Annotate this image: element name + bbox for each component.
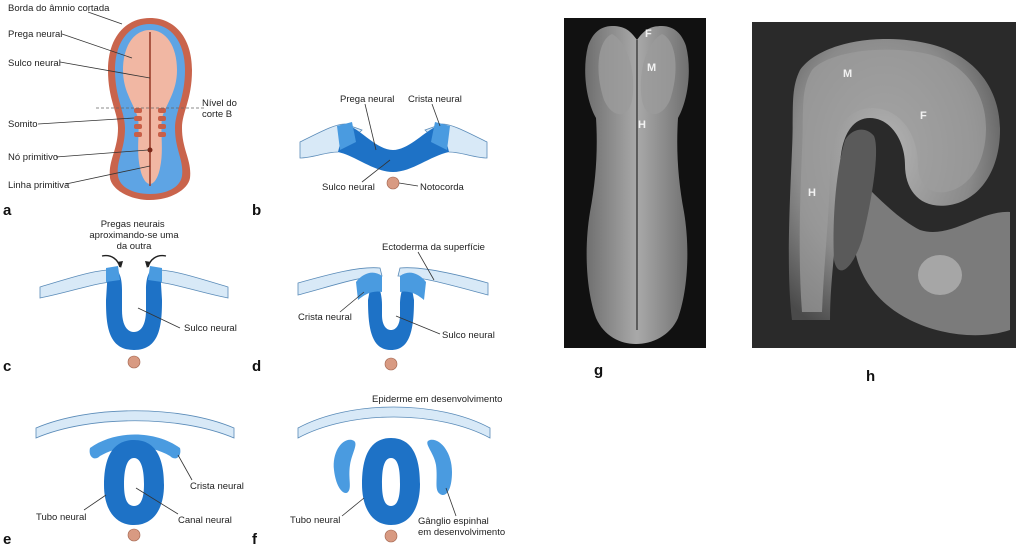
somites: [134, 108, 166, 137]
neural-crest-b-left: [337, 122, 356, 150]
panel-letter-b: b: [252, 202, 261, 219]
ganglion-f-right: [427, 439, 452, 496]
region-g-F: F: [645, 28, 652, 40]
region-g-M: M: [647, 62, 656, 74]
ectoderm-c-left: [39, 269, 113, 299]
neural-tube-f: [362, 438, 420, 525]
notochord-f: [384, 529, 398, 543]
region-h-F: F: [920, 110, 927, 122]
arrow-left-fold: [101, 254, 121, 268]
panel-d: Ectoderma da superfície Crista neural Su…: [252, 242, 495, 375]
panel-g: F M H g: [564, 18, 706, 379]
label-b-notochord: Notocorda: [420, 182, 465, 193]
label-neural-groove: Sulco neural: [8, 58, 61, 69]
ganglion-f-left: [333, 439, 356, 494]
epidermis-f: [297, 406, 491, 439]
ectoderm-e: [35, 410, 235, 439]
label-f-spinal-ganglion-text-line-2: em desenvolvimento: [418, 527, 505, 538]
panel-letter-f: f: [252, 531, 258, 548]
region-g-H: H: [638, 119, 646, 131]
panel-letter-h: h: [866, 368, 875, 385]
label-f-spinal-ganglion: Gânglio espinhal em desenvolvimento: [418, 516, 505, 538]
neural-fold-g-left: [598, 34, 634, 115]
notochord-b: [386, 176, 400, 190]
ectoderm-d-right: [397, 267, 489, 296]
label-amnion-edge: Borda do âmnio cortada: [8, 3, 110, 14]
ectoderm-c-right: [155, 269, 229, 299]
label-f-spinal-ganglion-text: Gânglio espinhal: [418, 516, 489, 527]
neural-groove-c: [106, 267, 162, 350]
label-f-epidermis: Epiderme em desenvolvimento: [372, 394, 502, 405]
label-c-approach-text-line-2: aproximando-se uma: [89, 230, 179, 241]
label-c-approach-text: Pregas neurais: [101, 219, 165, 230]
label-b-neural-fold: Prega neural: [340, 94, 394, 105]
brain-h-cut-surface: [799, 49, 986, 313]
neural-crest-d-right: [400, 272, 426, 300]
label-d-neural-crest: Crista neural: [298, 312, 352, 323]
panel-letter-a: a: [3, 202, 12, 219]
neural-groove-d: [368, 278, 414, 350]
label-neural-fold: Prega neural: [8, 29, 62, 40]
primitive-node: [147, 147, 153, 153]
arrow-right-fold: [147, 254, 167, 268]
label-c-neural-groove: Sulco neural: [184, 323, 237, 334]
label-section-level: Nível do corte B: [202, 98, 240, 120]
label-d-surface-ectoderm: Ectoderma da superfície: [382, 242, 485, 253]
label-b-neural-crest: Crista neural: [408, 94, 462, 105]
panel-h: M F H h: [752, 22, 1016, 385]
panel-letter-c: c: [3, 358, 11, 375]
label-primitive-streak: Linha primitiva: [8, 180, 70, 191]
label-f-neural-tube: Tubo neural: [290, 515, 340, 526]
notochord-c: [127, 355, 141, 369]
panel-b: Prega neural Crista neural Sulco neural …: [252, 94, 488, 219]
neural-crest-b-right: [431, 122, 450, 150]
notochord-d: [384, 357, 398, 371]
panel-letter-g: g: [594, 362, 603, 379]
label-c-approach-text-line-3: da outra: [117, 241, 153, 252]
panel-a: Borda do âmnio cortada Prega neural Sulc…: [3, 3, 240, 219]
label-e-neural-crest: Crista neural: [190, 481, 244, 492]
label-section-level-text: Nível do: [202, 98, 237, 109]
label-primitive-node: Nó primitivo: [8, 152, 58, 163]
neural-fold-g-right: [640, 34, 676, 115]
panel-letter-e: e: [3, 531, 11, 548]
label-somite: Somito: [8, 119, 38, 130]
region-h-M: M: [843, 68, 852, 80]
cut-tissue-h: [833, 129, 877, 271]
neural-plate-b: [338, 124, 449, 172]
panel-letter-d: d: [252, 358, 261, 375]
heart-bulge-h: [918, 255, 962, 295]
panel-e: Crista neural Tubo neural Canal neural e: [3, 410, 244, 548]
label-d-neural-groove: Sulco neural: [442, 330, 495, 341]
label-b-neural-groove: Sulco neural: [322, 182, 375, 193]
region-h-H: H: [808, 187, 816, 199]
neural-crest-c-left: [106, 266, 120, 282]
neural-tube-e: [104, 440, 164, 525]
neural-crest-c-right: [148, 266, 162, 282]
notochord-e: [127, 528, 141, 542]
label-e-neural-canal: Canal neural: [178, 515, 232, 526]
label-e-neural-tube: Tubo neural: [36, 512, 86, 523]
label-section-level-text-line-2: corte B: [202, 109, 232, 120]
panel-f: Epiderme em desenvolvimento Tubo neural …: [252, 394, 505, 548]
